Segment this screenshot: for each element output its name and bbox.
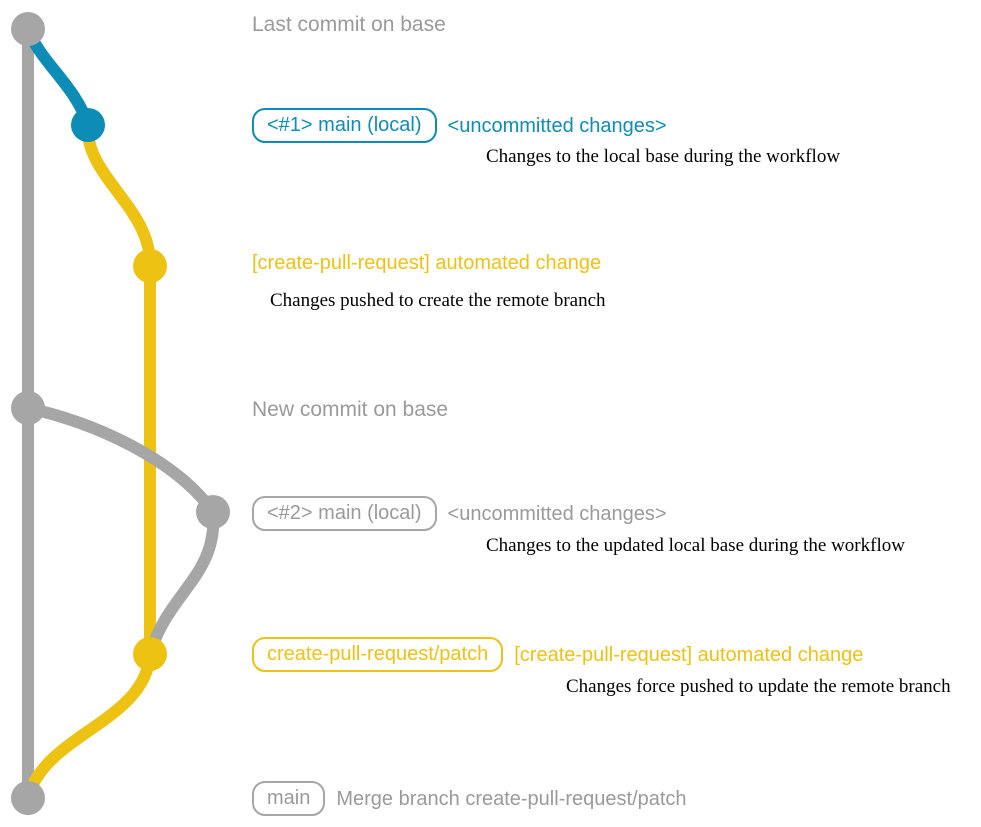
branch-pill-remote-2[interactable]: create-pull-request/patch xyxy=(252,637,504,672)
commit-message-local-1: <uncommitted changes> xyxy=(447,114,667,137)
commit-row-remote-commit-2: create-pull-request/patch [create-pull-r… xyxy=(252,637,863,672)
graph-node-local-commit-2 xyxy=(196,495,230,529)
graph-node-base-last-commit xyxy=(11,12,45,46)
commit-row-remote-commit-1: [create-pull-request] automated change xyxy=(252,253,601,273)
git-graph xyxy=(11,12,230,815)
graph-node-remote-commit-1 xyxy=(133,249,167,283)
section-heading-new-commit-on-base: New commit on base xyxy=(252,398,449,421)
commit-row-base-merge-commit: main Merge branch create-pull-request/pa… xyxy=(252,781,687,816)
graph-node-local-commit-1 xyxy=(71,108,105,142)
graph-node-remote-commit-2 xyxy=(133,637,167,671)
branch-pill-main[interactable]: main xyxy=(252,781,326,816)
graph-node-base-merge-commit xyxy=(11,781,45,815)
graph-edge-remote-2-to-merge xyxy=(22,648,156,804)
commit-message-remote-1: [create-pull-request] automated change xyxy=(252,252,602,274)
commit-subtext-local-2: Changes to the updated local base during… xyxy=(486,535,905,556)
commit-subtext-local-1: Changes to the local base during the wor… xyxy=(486,146,841,167)
commit-message-merge: Merge branch create-pull-request/patch xyxy=(336,787,687,810)
section-heading-last-commit-on-base: Last commit on base xyxy=(252,13,446,36)
commit-subtext-remote-1: Changes pushed to create the remote bran… xyxy=(270,290,606,311)
commit-row-local-commit-1: <#1> main (local) <uncommitted changes> xyxy=(252,108,667,143)
commit-message-remote-2: [create-pull-request] automated change xyxy=(514,643,864,666)
graph-edge-local-2-to-remote-2 xyxy=(144,506,220,660)
branch-pill-local-1[interactable]: <#1> main (local) xyxy=(252,108,437,143)
branch-pill-local-2[interactable]: <#2> main (local) xyxy=(252,496,437,531)
graph-edge-base-to-local-2 xyxy=(22,402,219,518)
commit-subtext-remote-2: Changes force pushed to update the remot… xyxy=(566,676,951,697)
graph-node-base-new-commit xyxy=(11,391,45,425)
graph-edge-local-1-to-remote-1 xyxy=(81,119,157,272)
commit-message-local-2: <uncommitted changes> xyxy=(447,502,667,525)
commit-row-local-commit-2: <#2> main (local) <uncommitted changes> xyxy=(252,496,667,531)
